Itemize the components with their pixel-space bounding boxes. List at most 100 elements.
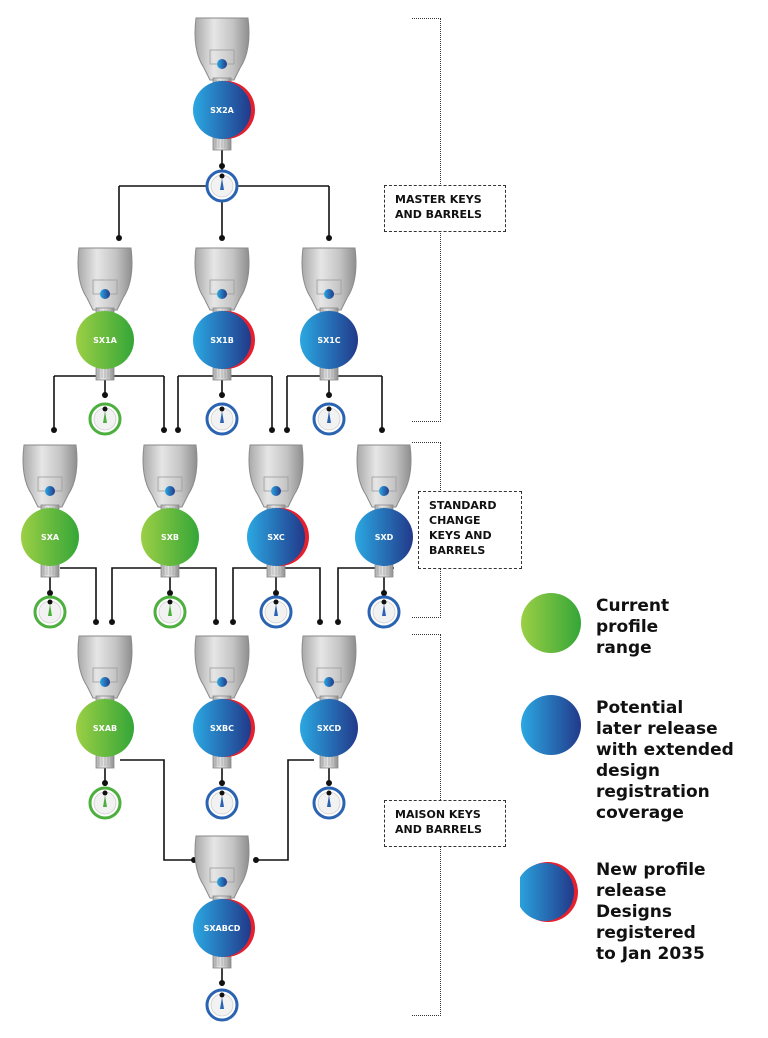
key-sxcd: SXCD	[300, 635, 358, 769]
legend-line: registered	[596, 923, 696, 943]
key-head	[301, 247, 357, 311]
legend-line: New profile	[596, 860, 706, 880]
key-dot	[324, 677, 334, 687]
barrel-sxb	[153, 595, 187, 629]
key-head	[194, 635, 250, 699]
section-label-standard: STANDARD CHANGE KEYS AND BARRELS	[418, 491, 522, 569]
key-sx1b: SX1B	[193, 247, 255, 381]
key-head	[301, 635, 357, 699]
barrel-sxd	[367, 595, 401, 629]
key-sxd: SXD	[355, 444, 413, 578]
keys: SX2A SX1A SX1B SX1C SXA SXB SXC SXD SXAB SXBC SXCD…	[21, 17, 413, 969]
blue-red-circle-icon	[520, 862, 578, 922]
key-label: SXD	[375, 533, 394, 542]
key-badge	[76, 699, 134, 757]
key-badge	[193, 699, 251, 757]
key-head	[248, 444, 304, 508]
legend-line: later release	[596, 719, 718, 739]
section-label-line: AND BARRELS	[395, 823, 482, 836]
key-dot	[217, 59, 227, 69]
key-head	[142, 444, 198, 508]
barrel-sxabcd	[205, 988, 239, 1022]
key-dot	[165, 486, 175, 496]
key-badge	[141, 508, 199, 566]
legend-new-profile: New profile release Designs registered t…	[520, 856, 706, 965]
legend-line: coverage	[596, 803, 684, 823]
key-label: SXC	[267, 533, 285, 542]
barrel-sxcd	[312, 786, 346, 820]
blue-circle-icon	[521, 695, 581, 755]
key-head	[356, 444, 412, 508]
key-head	[194, 835, 250, 899]
section-label-line: STANDARD	[429, 499, 497, 512]
key-sxb: SXB	[141, 444, 199, 578]
section-label-maison: MAISON KEYS AND BARRELS	[384, 800, 506, 847]
barrel-sx1a	[88, 402, 122, 436]
key-dot	[271, 486, 281, 496]
key-label: SX1C	[317, 336, 340, 345]
legend-line: with extended	[596, 740, 734, 760]
key-head	[194, 17, 250, 81]
key-label: SXB	[161, 533, 179, 542]
barrel-sxbc	[205, 786, 239, 820]
legend-line: release	[596, 881, 667, 901]
key-label: SXABCD	[204, 924, 241, 933]
key-badge	[355, 508, 413, 566]
key-sx1a: SX1A	[76, 247, 134, 381]
section-label-line: AND BARRELS	[395, 208, 482, 221]
key-head	[194, 247, 250, 311]
key-dot	[217, 289, 227, 299]
barrel-sxab	[88, 786, 122, 820]
key-sx1c: SX1C	[300, 247, 358, 381]
section-label-line: BARRELS	[429, 544, 486, 557]
legend-line: Potential	[596, 698, 684, 718]
legend-line: registration	[596, 782, 710, 802]
key-badge	[193, 311, 251, 369]
legend-potential-release: Potential later release with extended de…	[520, 694, 734, 824]
key-dot	[100, 289, 110, 299]
key-sxab: SXAB	[76, 635, 134, 769]
key-sxbc: SXBC	[193, 635, 255, 769]
key-label: SXBC	[210, 724, 234, 733]
barrel-sxc	[259, 595, 293, 629]
legend-current-profile: Current profile range	[520, 592, 669, 659]
key-label: SXAB	[93, 724, 117, 733]
key-dot	[100, 677, 110, 687]
key-sxabcd: SXABCD	[193, 835, 255, 969]
key-dot	[324, 289, 334, 299]
legend-line: design	[596, 761, 660, 781]
connector-lines	[47, 150, 394, 986]
key-dot	[217, 677, 227, 687]
key-label: SX2A	[210, 106, 234, 115]
legend-line: to Jan 2035	[596, 944, 705, 964]
key-label: SX1B	[210, 336, 234, 345]
key-dot	[217, 877, 227, 887]
section-label-line: CHANGE	[429, 514, 481, 527]
barrel-sx2a	[205, 169, 239, 203]
key-head	[77, 247, 133, 311]
section-label-line: KEYS AND	[429, 529, 492, 542]
key-label: SXCD	[317, 724, 342, 733]
key-badge	[193, 899, 251, 957]
legend-line: profile	[596, 617, 659, 637]
key-badge	[193, 81, 251, 139]
key-label: SXA	[41, 533, 60, 542]
key-sx2a: SX2A	[193, 17, 255, 151]
key-sxc: SXC	[247, 444, 309, 578]
barrel-sx1c	[312, 402, 346, 436]
barrel-sxa	[33, 595, 67, 629]
legend-line: range	[596, 638, 652, 658]
barrel-sx1b	[205, 402, 239, 436]
section-label-master: MASTER KEYS AND BARRELS	[384, 185, 506, 232]
key-label: SX1A	[93, 336, 117, 345]
legend-line: Designs	[596, 902, 672, 922]
key-dot	[379, 486, 389, 496]
key-badge	[21, 508, 79, 566]
section-label-line: MAISON KEYS	[395, 808, 481, 821]
barrels	[33, 169, 401, 1022]
key-badge	[300, 311, 358, 369]
key-badge	[300, 699, 358, 757]
section-label-line: MASTER KEYS	[395, 193, 482, 206]
green-circle-icon	[521, 593, 581, 653]
legend-line: Current	[596, 596, 670, 616]
